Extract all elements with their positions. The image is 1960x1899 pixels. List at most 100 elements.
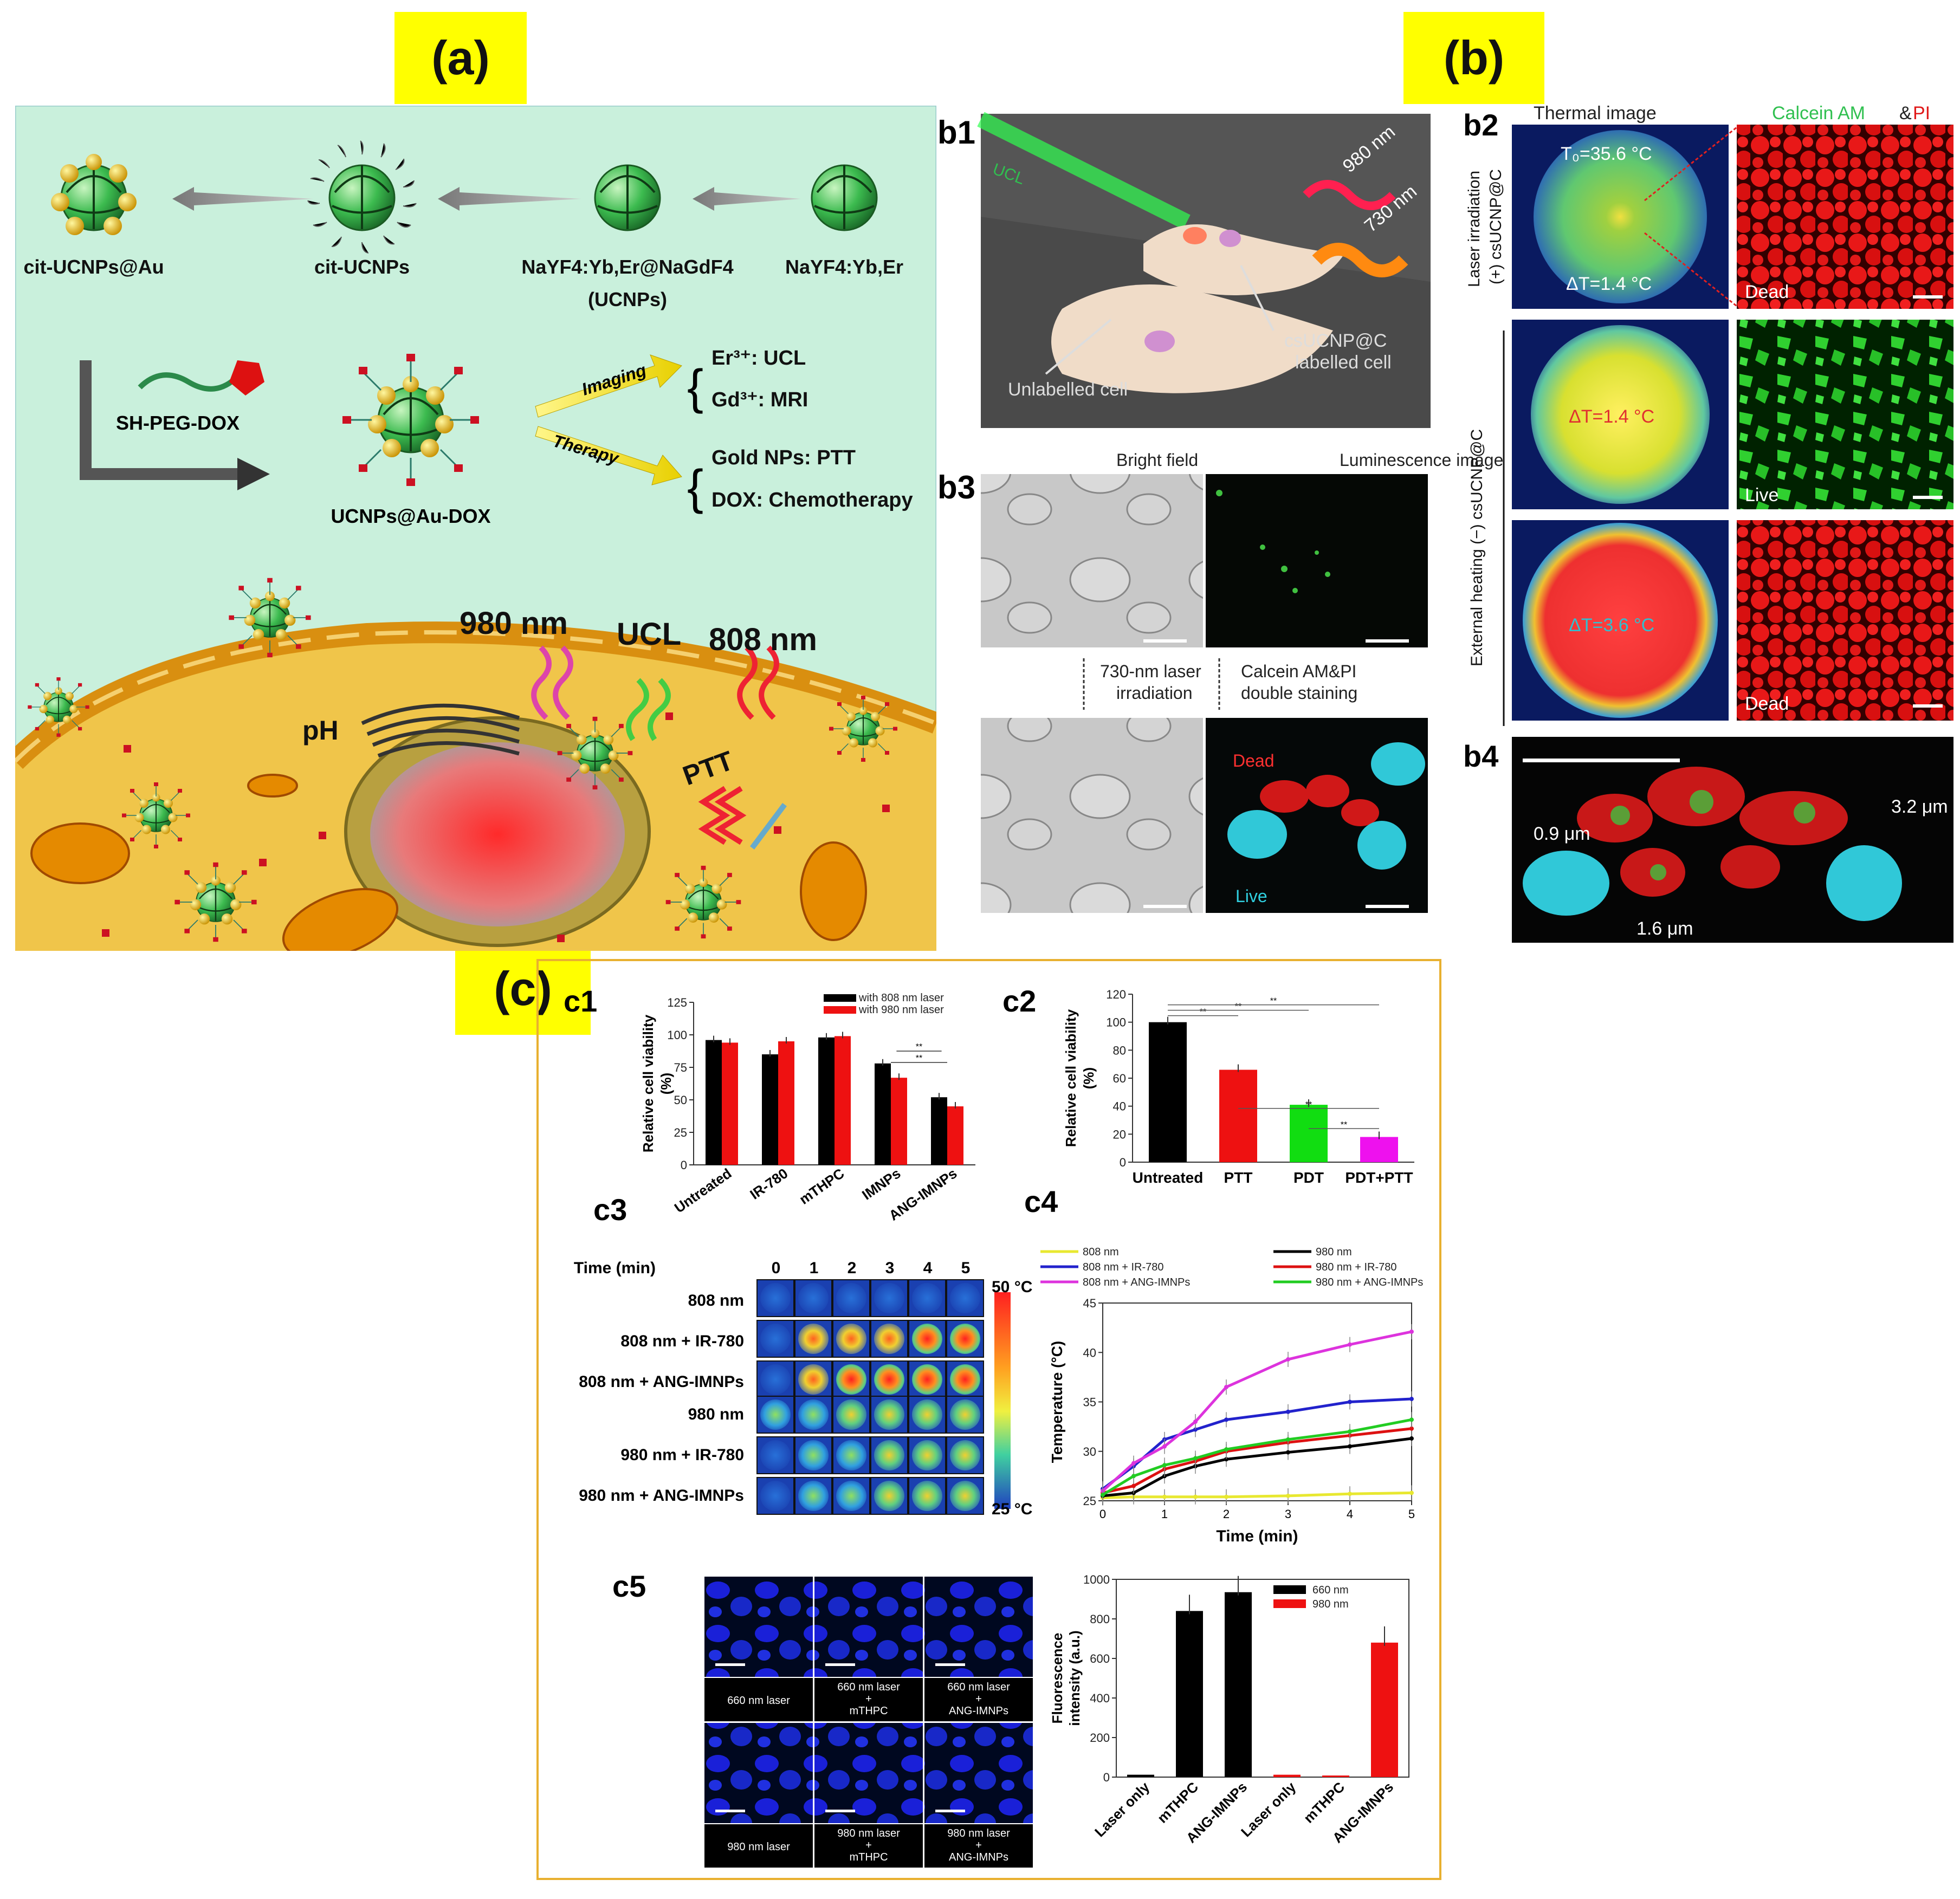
x-tick-label: Untreated: [1133, 1169, 1204, 1186]
y-tick-label: 1000: [1083, 1573, 1110, 1586]
b2-state-3: Dead: [1745, 694, 1789, 714]
bar-pdt-ptt: [1360, 1137, 1398, 1162]
c5-caption-box: [924, 1678, 1033, 1721]
heat-well: [836, 1324, 866, 1354]
c3-header: Time (min): [574, 1259, 656, 1277]
c5-caption: ANG-IMNPs: [949, 1851, 1008, 1863]
series-point-2: [1193, 1427, 1198, 1432]
label-ucnps: (UCNPs): [588, 288, 667, 310]
y-axis-unit: intensity (a.u.): [1066, 1630, 1083, 1726]
legend-swatch: [824, 994, 856, 1002]
tag-c3: c3: [593, 1192, 628, 1227]
b1-labelled-2: labelled cell: [1295, 352, 1392, 373]
c3-heatmap: Time (min) 0 1 2 3 4 5 808 nm 808 nm + I…: [574, 1259, 1033, 1518]
series-point-0: [1224, 1494, 1228, 1499]
y-tick-label: 20: [1113, 1127, 1126, 1141]
bar-untreated: [1149, 1022, 1187, 1162]
bar-980nm-5: [1371, 1642, 1398, 1777]
series-point-5: [1409, 1417, 1414, 1422]
b2-row1-side-a: Laser irradiation: [1465, 171, 1483, 287]
x-tick-label: Untreated: [671, 1165, 735, 1216]
series-point-5: [1348, 1429, 1352, 1434]
tag-c1: c1: [564, 984, 598, 1018]
heat-well: [798, 1283, 829, 1313]
bar-imnps-1: [891, 1078, 907, 1165]
b2-col2-a: Calcein AM: [1772, 103, 1865, 124]
heat-well: [874, 1481, 904, 1511]
heat-well: [760, 1440, 791, 1470]
b3-step1-b: irradiation: [1116, 683, 1193, 703]
bar-ir-780-0: [762, 1054, 778, 1165]
scale-bar: [825, 1810, 855, 1812]
plot-frame: [1116, 1579, 1409, 1778]
c5-caption: 660 nm laser: [947, 1681, 1010, 1693]
y-tick-label: 200: [1090, 1731, 1110, 1745]
series-point-0: [1193, 1494, 1198, 1499]
legend-label: with 808 nm laser: [858, 992, 944, 1004]
series-point-3: [1131, 1483, 1136, 1488]
scale-bar: [825, 1663, 855, 1666]
heat-well: [950, 1364, 980, 1395]
b1-unlabelled: Unlabelled cell: [1008, 379, 1128, 400]
series-line-3: [1102, 1427, 1412, 1494]
legend-label: 980 nm + ANG-IMNPs: [1316, 1276, 1423, 1288]
x-axis-label: Time (min): [1216, 1527, 1298, 1545]
c5-caption-box: [924, 1824, 1033, 1868]
x-tick-label: Laser only: [1091, 1779, 1153, 1840]
series-point-0: [1409, 1490, 1414, 1495]
panel-a-schematic: cit-UCNPs@Au cit-UCNPs NaYF4:Yb,Er@NaGdF…: [15, 106, 936, 951]
bar-ang-imnps-1: [947, 1106, 963, 1165]
c5-caption: mTHPC: [849, 1851, 888, 1863]
b3-lum-title: Luminescence image: [1340, 450, 1503, 470]
product-label: UCNPs@Au-DOX: [331, 505, 490, 527]
x-tick-label: 0: [1099, 1507, 1106, 1521]
sig-mark: **: [1341, 1120, 1347, 1130]
c3-row-0: 808 nm: [688, 1292, 744, 1310]
y-tick-label: 800: [1090, 1612, 1110, 1626]
b3-step2-a: Calcein AM&PI: [1241, 662, 1356, 681]
b2-state-1: Dead: [1745, 282, 1789, 302]
label-core-shell: NaYF4:Yb,Er@NaGdF4: [521, 256, 733, 278]
c5-caption: mTHPC: [849, 1705, 888, 1717]
series-point-0: [1348, 1492, 1352, 1496]
b3-bright-title: Bright field: [1116, 450, 1198, 470]
c5-caption: 980 nm laser: [837, 1827, 900, 1839]
b2-col2-c: PI: [1913, 103, 1930, 124]
tag-b1: b1: [937, 114, 975, 151]
c5-caption-box: [814, 1678, 923, 1721]
series-point-5: [1193, 1456, 1198, 1461]
reagent-label: SH-PEG-DOX: [116, 412, 240, 434]
heat-well: [798, 1324, 829, 1354]
y-tick-label: 30: [1083, 1445, 1096, 1459]
series-line-1: [1102, 1437, 1412, 1498]
legend-label: 808 nm + IR-780: [1083, 1261, 1164, 1273]
bar-660nm-2: [1225, 1592, 1252, 1777]
heat-well: [798, 1399, 829, 1430]
y-tick-label: 120: [1106, 988, 1126, 1001]
c3-time-4: 4: [923, 1259, 933, 1277]
series-point-4: [1193, 1420, 1198, 1424]
c3-row-5: 980 nm + ANG-IMNPs: [579, 1487, 744, 1505]
series-point-1: [1348, 1444, 1352, 1449]
heat-well: [874, 1399, 904, 1430]
heat-well: [912, 1440, 942, 1470]
heat-well: [912, 1324, 942, 1354]
tag-c2: c2: [1002, 984, 1037, 1018]
legend-swatch: [1273, 1599, 1306, 1608]
tag-b3: b3: [937, 469, 975, 505]
c3-time-2: 2: [848, 1259, 857, 1277]
y-tick-label: 0: [1120, 1156, 1126, 1169]
series-line-5: [1102, 1418, 1412, 1496]
series-point-4: [1224, 1385, 1228, 1390]
label-core: NaYF4:Yb,Er: [785, 256, 903, 278]
heat-well: [760, 1481, 791, 1511]
y-tick-label: 75: [674, 1061, 687, 1074]
cell-label-808nm: 808 nm: [709, 622, 817, 657]
series-point-0: [1286, 1493, 1290, 1498]
c5-caption: +: [975, 1839, 982, 1851]
c5-caption-box: [704, 1824, 813, 1868]
b4-m1: 0.9 μm: [1534, 824, 1590, 844]
x-tick-label: 2: [1223, 1507, 1230, 1521]
b4-m3: 3.2 μm: [1891, 796, 1948, 817]
